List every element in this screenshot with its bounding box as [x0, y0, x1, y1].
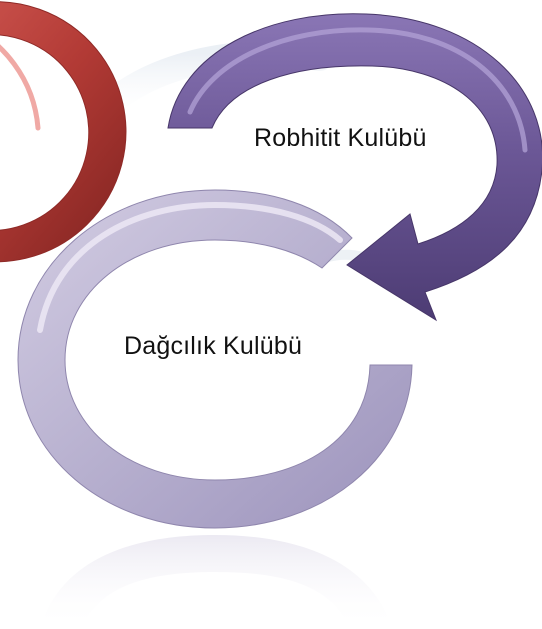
lavender-ring-node [17, 189, 413, 529]
ring-reflection [40, 535, 392, 629]
red-arc-node [0, 1, 127, 263]
purple-arrow-node [167, 13, 542, 322]
robhitit-kulubu-label: Robhitit Kulübü [254, 124, 427, 152]
dagcilik-kulubu-label: Dağcılık Kulübü [124, 332, 303, 360]
